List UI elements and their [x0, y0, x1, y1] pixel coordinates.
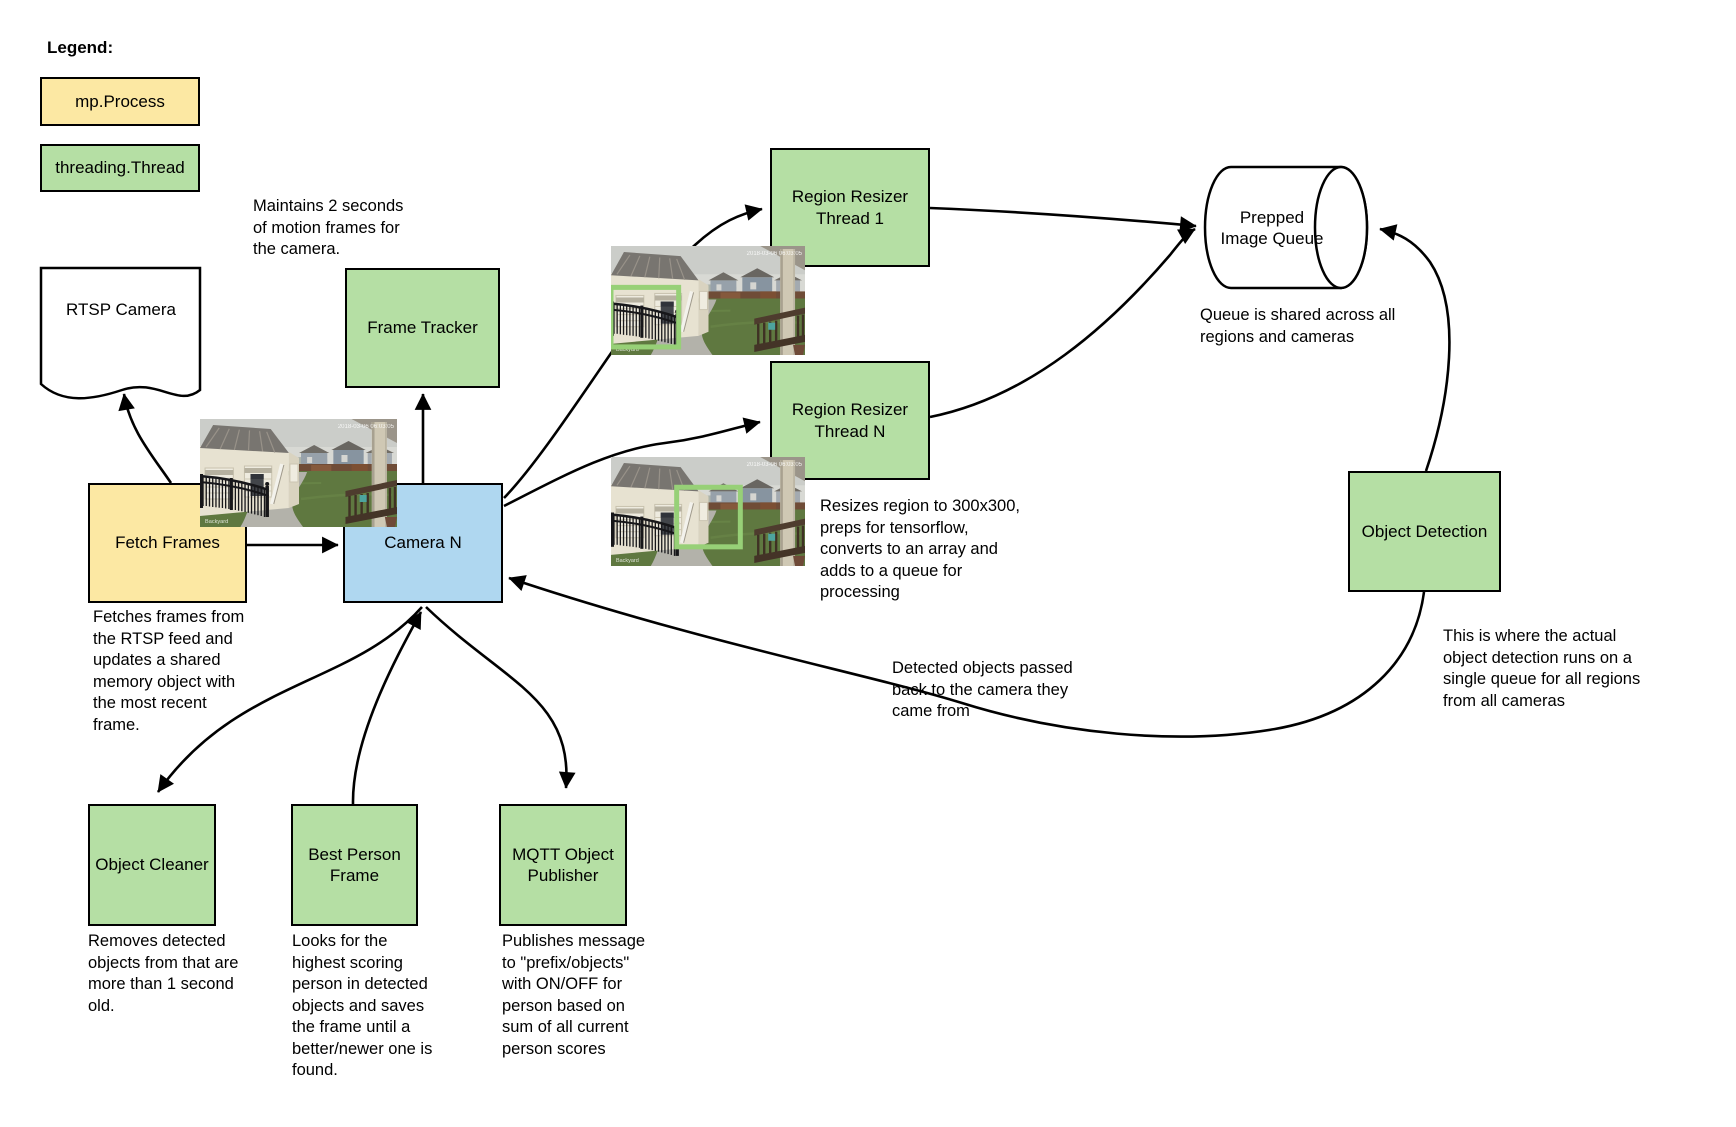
arrow-objectdetection-queue	[1379, 224, 1451, 472]
camera-frame-region-2	[611, 457, 805, 566]
arrow-fetchframes-rtsp	[118, 393, 173, 484]
rtsp-camera-shape	[39, 266, 202, 400]
legend-item-thread: threading.Thread	[40, 144, 200, 192]
node-prepped-image-queue-label: Prepped Image Queue	[1220, 207, 1324, 248]
node-frame-tracker: Frame Tracker	[345, 268, 500, 388]
camera-frame-region-1	[611, 246, 805, 355]
node-object-cleaner: Object Cleaner	[88, 804, 216, 926]
node-object-detection: Object Detection	[1348, 471, 1501, 592]
node-fetch-frames: Fetch Frames	[88, 483, 247, 603]
arrow-cameran-mqtt	[425, 606, 576, 789]
note-detected-objects: Detected objects passed back to the came…	[892, 659, 1073, 720]
node-best-person-frame: Best Person Frame	[291, 804, 418, 926]
note-fetch-frames: Fetches frames from the RTSP feed and up…	[93, 608, 245, 734]
note-best-person-frame: Looks for the highest scoring person in …	[292, 932, 433, 1079]
note-object-cleaner: Removes detected objects from that are m…	[88, 932, 239, 1015]
legend-item-process: mp.Process	[40, 77, 200, 126]
note-region-resizer: Resizes region to 300x300, preps for ten…	[820, 497, 1020, 601]
arrow-cameran-objectcleaner	[156, 606, 423, 793]
note-queue: Queue is shared across all regions and c…	[1200, 306, 1396, 346]
rtsp-camera-label: RTSP Camera	[66, 300, 176, 320]
camera-frame-full	[200, 419, 397, 527]
arrow-resizer1-queue	[929, 206, 1197, 233]
prepped-image-queue-shape	[1203, 165, 1369, 290]
note-object-detection: This is where the actual object detectio…	[1443, 627, 1641, 710]
node-mqtt-object-publisher: MQTT Object Publisher	[499, 804, 627, 926]
legend-title: Legend:	[47, 38, 114, 57]
note-frame-tracker: Maintains 2 seconds of motion frames for…	[253, 197, 404, 258]
arrow-resizern-queue	[929, 227, 1196, 419]
arrow-cameran-resizern	[503, 417, 761, 508]
detection-bbox-2	[674, 484, 743, 550]
detection-bbox-1	[611, 284, 682, 350]
arrow-objectdetection-cameran	[508, 575, 1426, 738]
note-mqtt: Publishes message to "prefix/objects" wi…	[502, 932, 646, 1058]
arrow-bestpersonframe-cameran	[351, 611, 423, 805]
